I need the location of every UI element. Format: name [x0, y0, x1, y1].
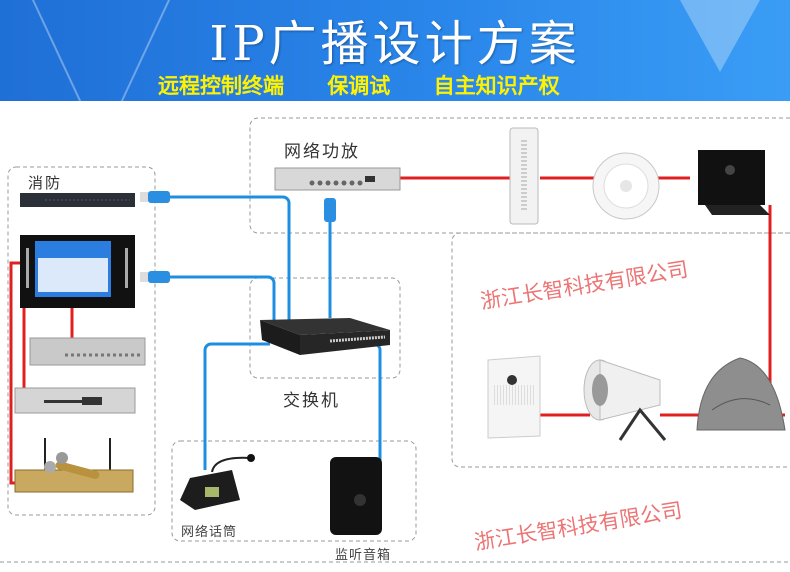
rock-speaker — [696, 357, 786, 431]
fire-group-box — [7, 166, 156, 516]
wall-mount-speaker — [487, 355, 541, 439]
horn-speaker — [583, 359, 667, 441]
mixer-amplifier — [29, 337, 146, 366]
network-cables — [165, 195, 382, 470]
ceiling-speaker — [592, 152, 660, 220]
wall-box-speaker-black — [698, 150, 770, 215]
subtitle-item: 自主知识产权 — [433, 74, 560, 98]
speaker-group-box — [451, 232, 790, 468]
rj45-connector — [324, 198, 336, 222]
switch-group-box — [249, 277, 401, 379]
label-paging-mic: 网络话筒 — [181, 525, 238, 540]
control-host — [20, 235, 135, 308]
decor-triangle — [680, 0, 760, 72]
cd-player — [14, 387, 136, 414]
paging-microphone — [180, 454, 255, 510]
subtitle: 远程控制终端 保调试 自主知识产权 — [158, 70, 596, 100]
monitor-speaker — [330, 457, 382, 535]
column-speaker — [509, 127, 539, 225]
label-switch: 交换机 — [283, 391, 340, 411]
subtitle-item: 远程控制终端 — [158, 74, 284, 98]
network-amplifier — [274, 167, 401, 191]
page-title: IP广播设计方案 — [209, 16, 581, 72]
network-switch — [260, 318, 390, 355]
audio-cables — [9, 176, 785, 485]
wireless-mic-receiver — [14, 438, 134, 493]
subtitle-item: 保调试 — [327, 74, 391, 98]
header-banner: IP广播设计方案 远程控制终端 保调试 自主知识产权 — [0, 0, 790, 101]
group-boxes — [0, 117, 790, 563]
terminal-group-box — [171, 440, 417, 542]
amp-group-box — [249, 117, 790, 234]
rj45-connector — [140, 271, 170, 283]
rj45-connector — [140, 191, 170, 203]
label-network-amp: 网络功放 — [284, 142, 360, 162]
label-fire: 消防 — [28, 174, 63, 192]
fire-alarm-panel — [20, 193, 135, 207]
label-monitor-speaker: 监听音箱 — [335, 548, 392, 563]
